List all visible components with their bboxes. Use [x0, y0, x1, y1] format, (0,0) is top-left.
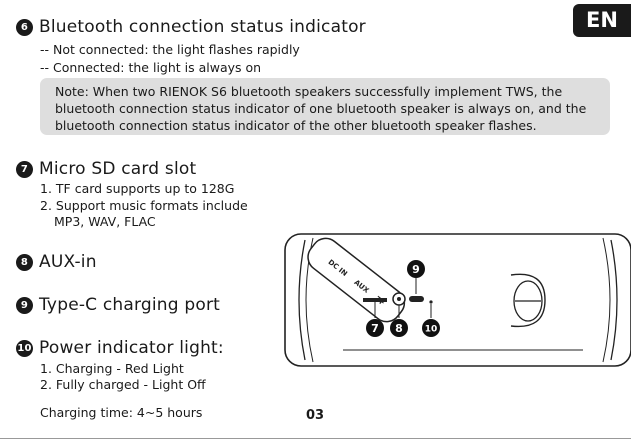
section-number-badge: 6: [16, 18, 33, 36]
callout-7-badge: [366, 319, 384, 337]
right-end-cap: [610, 239, 618, 361]
power-indicator-led: [429, 300, 433, 304]
typec-port: [409, 296, 424, 302]
right-end-cap-inner: [602, 237, 611, 363]
bt-line-2: -- Connected: the light is always on: [40, 60, 262, 75]
section-title: Micro SD card slot: [39, 159, 197, 179]
callout-10-badge: [422, 319, 440, 337]
sd-card-slot: [363, 298, 387, 302]
power-line-2: 2. Fully charged - Light Off: [40, 377, 206, 392]
callout-9-label: 9: [412, 263, 420, 276]
section-title: Power indicator light:: [39, 338, 224, 358]
section-bt-heading: 6 Bluetooth connection status indicator: [16, 17, 366, 37]
section-title: Bluetooth connection status indicator: [39, 17, 366, 37]
callout-8-label: 8: [395, 322, 403, 335]
tws-note-box: Note: When two RIENOK S6 bluetooth speak…: [40, 78, 610, 135]
language-tab: EN: [573, 4, 631, 37]
power-line-1: 1. Charging - Red Light: [40, 361, 184, 376]
section-number-badge: 10: [16, 339, 33, 357]
section-number-badge: 7: [16, 160, 33, 178]
sd-line-1: 1. TF card supports up to 128G: [40, 181, 235, 196]
section-number-badge: 9: [16, 296, 33, 314]
sd-line-2: 2. Support music formats include: [40, 198, 248, 213]
section-title: AUX-in: [39, 252, 97, 272]
callout-9-badge: [407, 260, 425, 278]
section-number-badge: 8: [16, 253, 33, 271]
charging-time: Charging time: 4~5 hours: [40, 405, 203, 420]
callout-7-label: 7: [371, 322, 379, 335]
tws-note-text: Note: When two RIENOK S6 bluetooth speak…: [55, 84, 587, 133]
callout-8-badge: [390, 319, 408, 337]
sd-line-3: MP3, WAV, FLAC: [54, 214, 156, 229]
section-power-heading: 10 Power indicator light:: [16, 338, 224, 358]
left-end-cap: [298, 239, 306, 361]
section-title: Type-C charging port: [39, 295, 221, 315]
section-sd-heading: 7 Micro SD card slot: [16, 159, 196, 179]
callout-10-label: 10: [425, 325, 438, 335]
speaker-diagram: DC IN AUX TF 7 8 9 10: [284, 233, 631, 367]
page-number: 03: [306, 408, 325, 423]
bt-line-1: -- Not connected: the light flashes rapi…: [40, 42, 300, 57]
section-aux-heading: 8 AUX-in: [16, 252, 97, 272]
aux-port-center: [397, 297, 401, 301]
bottom-rule: [0, 438, 631, 439]
section-typec-heading: 9 Type-C charging port: [16, 295, 220, 315]
